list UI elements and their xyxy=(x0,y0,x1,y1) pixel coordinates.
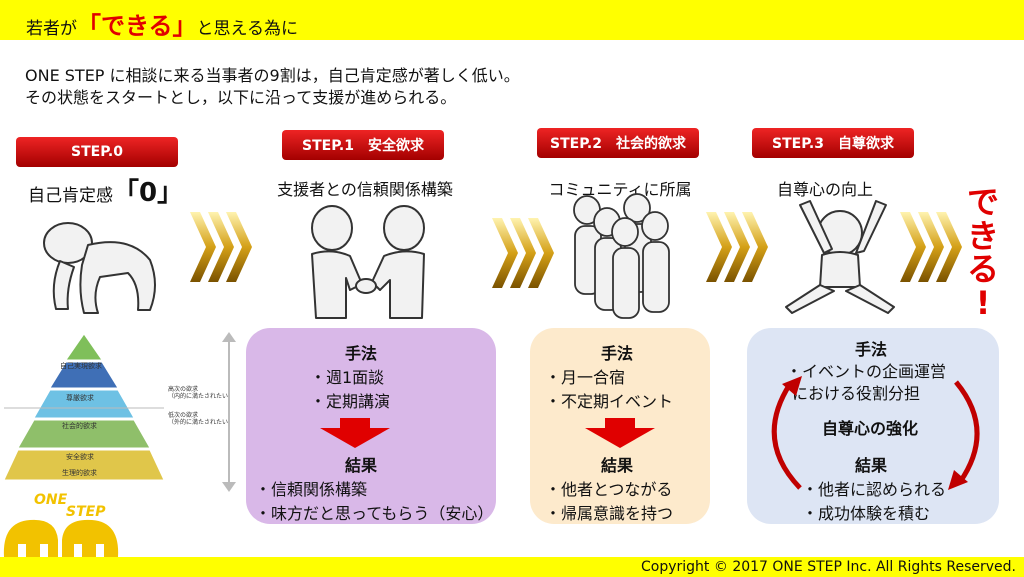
step0-tag: STEP.0 xyxy=(16,137,178,167)
dekiru-text: でき る ! xyxy=(966,183,999,322)
box3-result-title: 結果 xyxy=(855,456,888,475)
step2-tag: STEP.2 社会的欲求 xyxy=(537,128,699,158)
step3-box xyxy=(747,328,999,524)
chevron-arrow-icon-3 xyxy=(706,212,768,282)
down-arrow-icon-2 xyxy=(585,418,655,448)
cycle-arrows-icon xyxy=(771,376,980,490)
pyramid-level-esteem: 尊厳欲求 xyxy=(66,394,94,402)
box1-result-1: ・信頼関係構築 xyxy=(255,480,368,499)
one-step-elephant-logo xyxy=(3,519,119,557)
box1-method-2: ・定期講演 xyxy=(310,392,391,411)
box3-method-title: 手法 xyxy=(855,340,888,359)
chevron-arrow-icon-4 xyxy=(900,212,962,282)
vertical-double-arrow-icon xyxy=(222,332,236,492)
step1-box xyxy=(246,328,496,524)
box2-method-title: 手法 xyxy=(601,344,634,363)
box2-method-2: ・不定期イベント xyxy=(545,392,674,411)
down-arrow-icon-1 xyxy=(320,418,390,448)
logo-text-one: ONE xyxy=(34,492,68,508)
box3-method-1: ・イベントの企画運営 xyxy=(786,362,947,381)
pyramid-level-physiological: 生理的欲求 xyxy=(62,469,97,477)
box1-result-title: 結果 xyxy=(345,456,378,475)
title-emphasis: 「できる」 xyxy=(77,12,197,40)
title-prefix: 若者が xyxy=(26,19,77,39)
logo-text-step: STEP xyxy=(66,504,106,520)
step3-desc: 自尊心の向上 xyxy=(776,180,873,199)
box1-method-1: ・週1面談 xyxy=(310,368,385,387)
step1-tag: STEP.1 安全欲求 xyxy=(282,130,444,160)
box3-middle-text: 自尊心の強化 xyxy=(822,419,919,438)
page-title: 若者が「できる」と思える為に xyxy=(26,6,298,41)
title-suffix: と思える為に xyxy=(196,19,299,39)
intro-line-1: ONE STEP に相談に来る当事者の9割は，自己肯定感が著しく低い。 xyxy=(25,66,520,85)
intro-line-2: その状態をスタートとし，以下に沿って支援が進められる。 xyxy=(25,88,457,107)
chevron-arrow-icon-2 xyxy=(492,218,554,288)
pyramid-level-safety: 安全欲求 xyxy=(66,453,94,461)
box3-method-2: における役割分担 xyxy=(792,384,921,403)
box1-method-title: 手法 xyxy=(345,344,378,363)
box2-result-2: ・帰属意識を持つ xyxy=(545,504,674,523)
box3-result-1: ・他者に認められる xyxy=(802,480,947,499)
box3-result-2: ・成功体験を積む xyxy=(802,504,931,523)
box1-result-2: ・味方だと思ってもらう（安心） xyxy=(255,504,494,523)
chevron-arrow-icon-1 xyxy=(190,212,252,282)
handshake-illustration xyxy=(311,205,425,319)
copyright-text: Copyright © 2017 ONE STEP Inc. All Right… xyxy=(641,559,1016,575)
step1-desc: 支援者との信頼関係構築 xyxy=(277,180,453,199)
maslow-pyramid xyxy=(4,333,164,481)
box2-result-title: 結果 xyxy=(601,456,634,475)
box2-result-1: ・他者とつながる xyxy=(545,480,673,499)
step0-zero: 「0」 xyxy=(113,178,184,208)
pyramid-level-self-actualization: 自己実現欲求 xyxy=(60,362,102,370)
step0-desc: 自己肯定感「0」 xyxy=(28,172,183,209)
cheering-person-illustration xyxy=(785,200,895,314)
step2-desc: コミュニティに所属 xyxy=(548,180,692,199)
box2-method-1: ・月一合宿 xyxy=(545,368,626,387)
header-bar xyxy=(0,0,1024,40)
footer-bar xyxy=(0,557,1024,577)
step0-desc-text: 自己肯定感 xyxy=(28,186,113,206)
pyramid-level-social: 社会的欲求 xyxy=(62,422,97,430)
pyramid-lower-note: 低次の欲求 （外的に満たされたい） xyxy=(168,412,235,427)
group-people-illustration xyxy=(573,193,670,319)
crawling-person-illustration xyxy=(43,222,156,314)
step3-tag: STEP.3 自尊欲求 xyxy=(752,128,914,158)
pyramid-upper-note: 高次の欲求 （内的に満たされたい） xyxy=(168,386,235,401)
